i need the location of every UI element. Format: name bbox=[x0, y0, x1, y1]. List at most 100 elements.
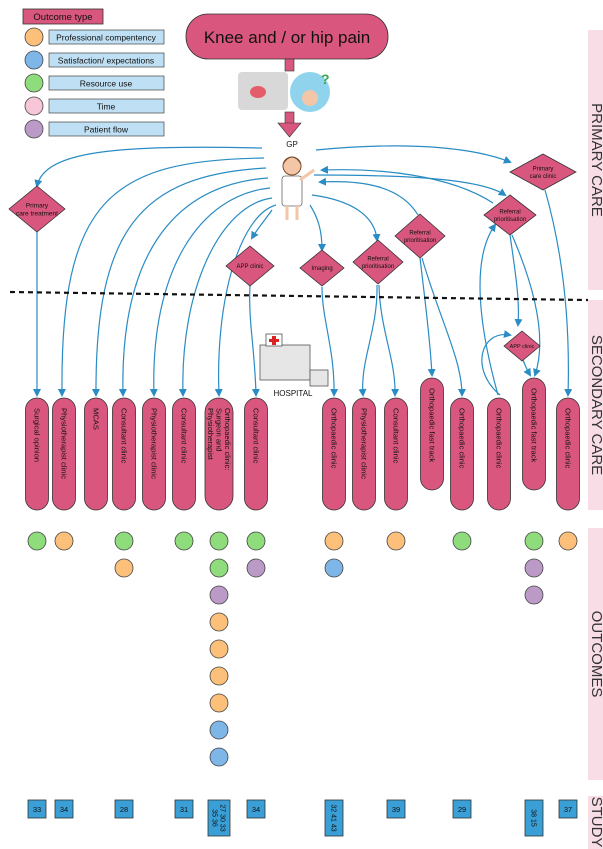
study-label: 37 bbox=[564, 805, 572, 814]
arrow-gp-mcas bbox=[91, 167, 267, 397]
arrow-app-1-consultant bbox=[249, 285, 260, 397]
primary-secondary-divider bbox=[9, 290, 589, 302]
outcome-marker-flow bbox=[524, 585, 544, 605]
service-capsule bbox=[25, 397, 49, 511]
service-capsule bbox=[244, 397, 268, 511]
legend-label-box bbox=[48, 121, 165, 137]
study-badge: 34 bbox=[54, 799, 74, 819]
study-box bbox=[324, 799, 344, 837]
arrow-gp-app-1 bbox=[250, 209, 273, 240]
outcome-marker-resource bbox=[174, 531, 194, 551]
study-label: 29 bbox=[458, 805, 466, 814]
legend-item-flow: Patient flow bbox=[24, 119, 165, 139]
arrow-referral-2-fasttrack bbox=[419, 257, 436, 377]
service-label: Surgical opinion bbox=[32, 408, 41, 462]
doctor-coat bbox=[281, 175, 303, 207]
legend-label: Professional compentency bbox=[56, 33, 156, 43]
service-node: Orthopaedic clinic bbox=[450, 397, 474, 511]
service-node: Physiotherapist clinic bbox=[142, 397, 166, 511]
diamond-label: Imaging bbox=[311, 266, 332, 272]
service-node: Physiotherapist clinic bbox=[52, 397, 76, 511]
section-band-secondary bbox=[588, 300, 603, 510]
service-label: Physiotherapist clinic bbox=[149, 408, 158, 479]
section-label-outcomes: OUTCOMES bbox=[588, 611, 603, 698]
legend-header-box bbox=[22, 8, 104, 25]
service-node: MCAS bbox=[84, 397, 108, 511]
legend-label: Satisfaction/ expectations bbox=[58, 56, 154, 66]
study-label: 33 bbox=[33, 805, 41, 814]
decision-diamond: Imaging bbox=[299, 249, 345, 287]
decision-diamond: APP clinic bbox=[503, 330, 541, 362]
service-label: Orthopaedic clinic bbox=[494, 408, 503, 469]
outcome-marker-resource bbox=[209, 531, 229, 551]
legend-swatch-professional bbox=[24, 27, 44, 47]
section-label-primary: PRIMARY CARE bbox=[588, 103, 603, 217]
study-box bbox=[114, 799, 134, 819]
arrow-gp-primary-treatment bbox=[34, 146, 263, 188]
study-box bbox=[558, 799, 578, 819]
outcome-marker-professional bbox=[209, 612, 229, 632]
gp-doctor-illustration bbox=[281, 156, 315, 220]
arrow-referral-2-ortho bbox=[421, 257, 466, 397]
question-icon: ? bbox=[321, 71, 330, 87]
study-label: 38 15 bbox=[530, 809, 537, 827]
study-badge: 29 bbox=[452, 799, 472, 819]
legend-swatch-resource bbox=[24, 73, 44, 93]
study-label: 34 bbox=[60, 805, 68, 814]
title-arrow-head bbox=[277, 122, 302, 138]
arrow-primary-clinic-ortho bbox=[544, 189, 573, 397]
study-badge: 32 41 43 bbox=[324, 799, 344, 837]
service-capsule bbox=[522, 377, 546, 491]
outcome-marker-resource bbox=[27, 531, 47, 551]
service-node: Orthopaedic clinic bbox=[487, 397, 511, 511]
legend-label: Patient flow bbox=[84, 125, 129, 135]
outcome-marker-professional bbox=[54, 531, 74, 551]
service-capsule bbox=[420, 377, 444, 491]
service-node: Surgical opinion bbox=[25, 397, 49, 511]
diamond-shape bbox=[509, 153, 577, 191]
service-capsule bbox=[84, 397, 108, 511]
study-box bbox=[386, 799, 406, 819]
outcome-marker-professional bbox=[386, 531, 406, 551]
patient-illustration: ? bbox=[238, 71, 330, 112]
study-box bbox=[524, 799, 544, 837]
service-capsule bbox=[450, 397, 474, 511]
arrow-referral-1-physio bbox=[358, 284, 378, 397]
outcome-marker-resource bbox=[209, 558, 229, 578]
diamond-shape bbox=[352, 239, 404, 285]
service-label: Orthopaedic clinic:Surgeon andPhysiother… bbox=[206, 408, 232, 470]
service-capsule bbox=[112, 397, 136, 511]
study-box bbox=[207, 799, 231, 837]
service-label: Orthopaedic fast track bbox=[529, 388, 538, 462]
hospital-label: HOSPITAL bbox=[274, 389, 314, 398]
outcome-marker-satisfaction bbox=[324, 558, 344, 578]
hospital-illustration: HOSPITAL bbox=[259, 333, 329, 398]
arrow-referral-3-fasttrack bbox=[511, 234, 541, 377]
legend-item-resource: Resource use bbox=[24, 73, 165, 93]
legend-label: Resource use bbox=[80, 79, 133, 89]
arrow-referral-1-consultant bbox=[378, 284, 400, 397]
study-box bbox=[452, 799, 472, 819]
title-arrow-shaft-1 bbox=[284, 58, 295, 72]
outcome-marker-satisfaction bbox=[209, 720, 229, 740]
study-badge: 28 bbox=[114, 799, 134, 819]
arrow-referral-2-gp bbox=[318, 177, 419, 216]
outcome-marker-resource bbox=[524, 531, 544, 551]
service-label: Consultant clinic bbox=[119, 408, 128, 463]
legend-header: Outcome type bbox=[33, 12, 92, 23]
hospital-building bbox=[259, 344, 311, 381]
legend-item-professional: Professional compentency bbox=[24, 27, 165, 47]
arrow-referral-3-gp bbox=[320, 165, 494, 204]
outcome-marker-satisfaction bbox=[209, 747, 229, 767]
arrow-gp-consultant-1 bbox=[118, 177, 269, 397]
service-label: Consultant clinic bbox=[391, 408, 400, 463]
study-label: 32 41 43 bbox=[330, 804, 337, 831]
service-node: Consultant clinic bbox=[172, 397, 196, 511]
diamond-shape bbox=[299, 249, 345, 287]
